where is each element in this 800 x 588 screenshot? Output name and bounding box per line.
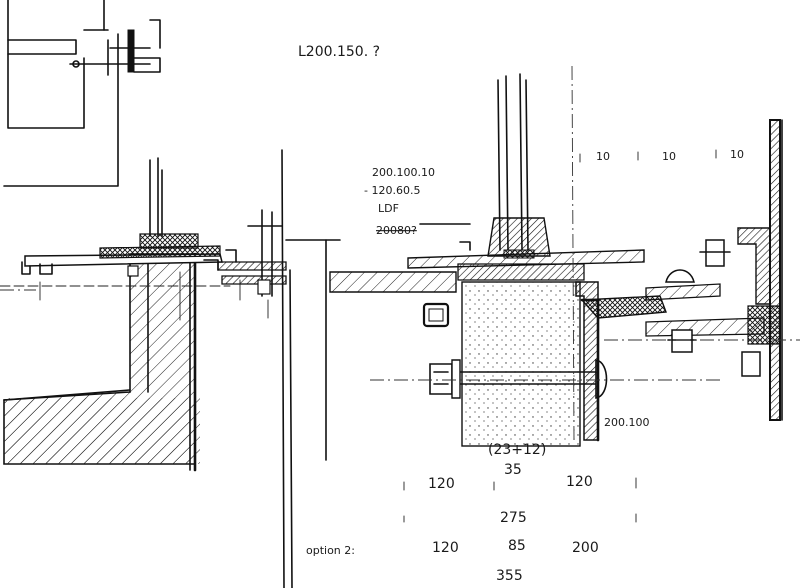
total-dim: 355 xyxy=(496,568,523,584)
core-dim-a: (23+12) xyxy=(488,442,546,458)
top-dim-2: 10 xyxy=(662,150,676,163)
middle-joint xyxy=(203,149,341,588)
option-label: option 2: xyxy=(306,544,355,557)
top-dim-1: 10 xyxy=(596,150,610,163)
option-value-1: 120 xyxy=(432,540,459,556)
option-value-3: 200 xyxy=(572,540,599,556)
steel-note: 200.100 xyxy=(604,416,650,429)
option-value-2: 85 xyxy=(508,538,526,554)
section-label-1: 200.100.10 xyxy=(372,166,435,179)
top-dim-3: 10 xyxy=(730,148,744,161)
core-dim-b: 35 xyxy=(504,462,522,478)
left-slab-section xyxy=(0,157,231,472)
annotations: L200.150. ? 200.100.10 - 120.60.5 LDF 20… xyxy=(298,44,744,584)
dim-row1-right: 120 xyxy=(566,474,593,490)
dimension-ticks xyxy=(403,149,717,523)
section-label-4: 20080? xyxy=(376,224,417,237)
section-label-2: - 120.60.5 xyxy=(364,184,420,197)
inset-detail xyxy=(3,0,161,187)
section-label-3: LDF xyxy=(378,202,399,215)
right-section xyxy=(0,65,800,447)
dim-row1-left: 120 xyxy=(428,476,455,492)
dim-row2: 275 xyxy=(500,510,527,526)
profile-note: L200.150. ? xyxy=(298,44,380,60)
